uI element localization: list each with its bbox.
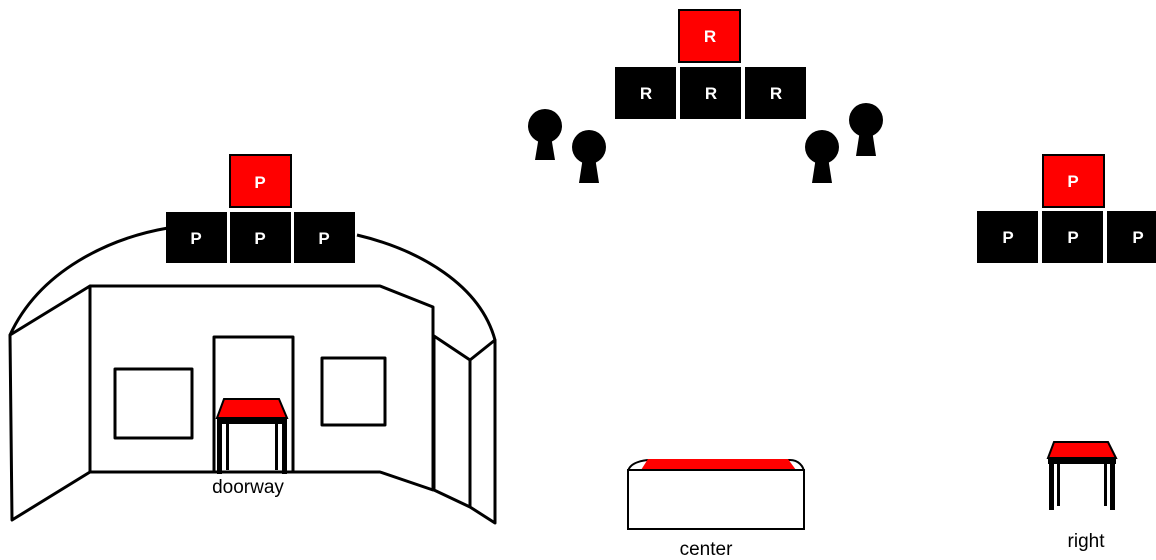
room-window-right xyxy=(320,356,387,427)
room-left-wall xyxy=(8,284,92,522)
keyhole-icon-3 xyxy=(805,130,839,183)
left-row-label-3: P xyxy=(318,229,329,248)
center-row-label-2: R xyxy=(705,84,717,103)
table-icon-right xyxy=(1046,441,1118,510)
room-back-wall xyxy=(90,284,435,492)
table-icon xyxy=(215,398,289,474)
left-row-label-2: P xyxy=(254,229,265,248)
keyhole-icon-2 xyxy=(572,130,606,183)
keyhole-icon-1 xyxy=(528,109,562,160)
room-window-left xyxy=(113,367,194,440)
open-box-icon xyxy=(627,459,805,530)
table-top-doorway xyxy=(215,398,289,419)
table-top-right xyxy=(1046,441,1118,459)
center-row-block-3 xyxy=(745,67,806,119)
center-top-block-label: R xyxy=(704,27,716,46)
right-row-label-2: P xyxy=(1067,228,1078,247)
center-row-block-1 xyxy=(615,67,676,119)
center-row-label-3: R xyxy=(770,84,782,103)
keyhole-icon-4 xyxy=(849,103,883,156)
center-row-label-1: R xyxy=(640,84,652,103)
left-row-block-2 xyxy=(230,212,291,263)
right-block-stack: P P P P xyxy=(977,154,1156,263)
room-illustration xyxy=(8,226,497,525)
center-block-stack: R R R R xyxy=(615,9,806,119)
caption-right: right xyxy=(1068,531,1106,552)
box-red-insert xyxy=(641,459,796,470)
left-row-block-1 xyxy=(166,212,227,263)
left-row-block-3 xyxy=(294,212,355,263)
right-row-label-3: P xyxy=(1132,228,1143,247)
caption-doorway: doorway xyxy=(212,477,284,498)
room-right-panel xyxy=(432,334,497,525)
right-row-block-3 xyxy=(1107,211,1156,263)
left-row-label-1: P xyxy=(190,229,201,248)
right-top-block xyxy=(1042,154,1105,208)
right-top-block-label: P xyxy=(1067,172,1078,191)
right-row-block-1 xyxy=(977,211,1038,263)
left-block-stack: P P P P xyxy=(166,154,355,263)
room-dome-outline xyxy=(8,226,497,341)
left-top-block xyxy=(229,154,292,208)
caption-center: center xyxy=(680,539,733,560)
right-row-label-1: P xyxy=(1002,228,1013,247)
center-row-block-2 xyxy=(680,67,741,119)
center-top-block xyxy=(678,9,741,63)
right-row-block-2 xyxy=(1042,211,1103,263)
room-doorway-frame xyxy=(212,335,295,472)
left-top-block-label: P xyxy=(254,173,265,192)
